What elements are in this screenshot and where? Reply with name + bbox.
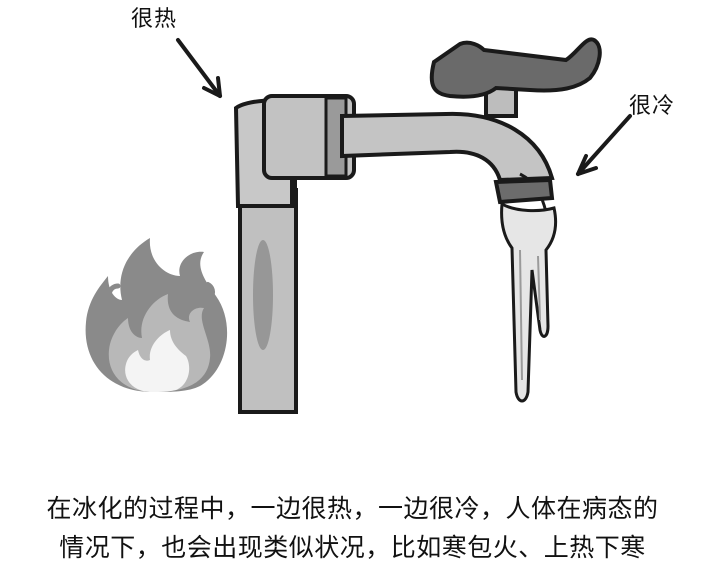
cold-label: 很冷 xyxy=(629,94,676,119)
water-stream-icon xyxy=(500,201,558,403)
arrow-icon xyxy=(576,114,632,176)
caption-line-1: 在冰化的过程中，一边很热，一边很冷，人体在病态的 xyxy=(46,494,659,523)
hot-label: 很热 xyxy=(131,7,178,32)
pipe xyxy=(233,94,356,414)
faucet-illustration xyxy=(85,37,632,414)
caption-line-2: 情况下，也会出现类似状况，比如寒包火、上热下寒 xyxy=(59,533,646,562)
faucet-icon xyxy=(340,37,602,213)
flame-icon xyxy=(85,238,228,392)
arrow-icon xyxy=(176,38,222,98)
